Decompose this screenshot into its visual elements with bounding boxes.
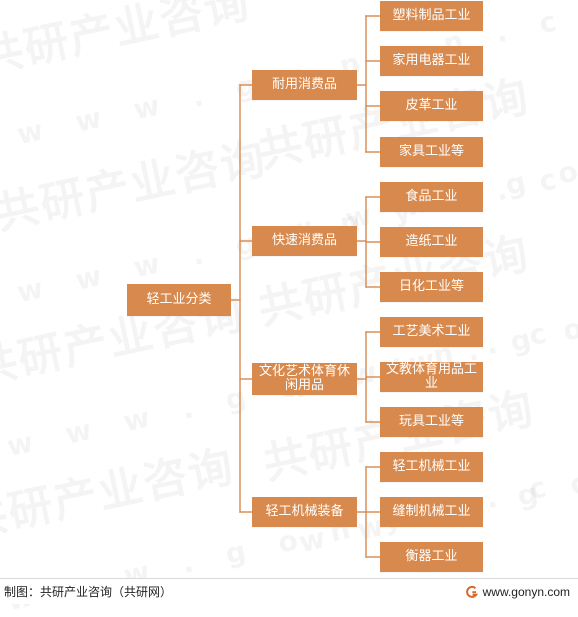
- category-node: 文化艺术体育休闲用品: [252, 363, 357, 395]
- subcategory-node: 食品工业: [380, 182, 483, 212]
- subcategory-node: 皮革工业: [380, 91, 483, 121]
- subcategory-node: 造纸工业: [380, 227, 483, 257]
- subcategory-node: 文教体育用品工业: [380, 362, 483, 392]
- category-node: 耐用消费品: [252, 70, 357, 100]
- subcategory-node: 日化工业等: [380, 272, 483, 302]
- connector-lines: [230, 15, 381, 558]
- root-node: 轻工业分类: [127, 284, 231, 316]
- subcategory-node: 衡器工业: [380, 542, 483, 572]
- site-url: www.gonyn.com: [482, 584, 570, 599]
- gonyn-logo-icon: [464, 584, 479, 599]
- subcategory-node: 轻工机械工业: [380, 452, 483, 482]
- subcategory-node: 缝制机械工业: [380, 497, 483, 527]
- subcategory-node: 工艺美术工业: [380, 317, 483, 347]
- subcategory-node: 塑料制品工业: [380, 1, 483, 31]
- subcategory-node: 家具工业等: [380, 137, 483, 167]
- footer-bar: 制图：共研产业咨询（共研网） www.gonyn.com: [0, 578, 578, 604]
- category-node: 快速消费品: [252, 226, 357, 256]
- subcategory-node: 玩具工业等: [380, 407, 483, 437]
- source-label: 制图：共研产业咨询（共研网）: [4, 585, 173, 599]
- category-node: 轻工机械装备: [252, 497, 357, 527]
- subcategory-node: 家用电器工业: [380, 46, 483, 76]
